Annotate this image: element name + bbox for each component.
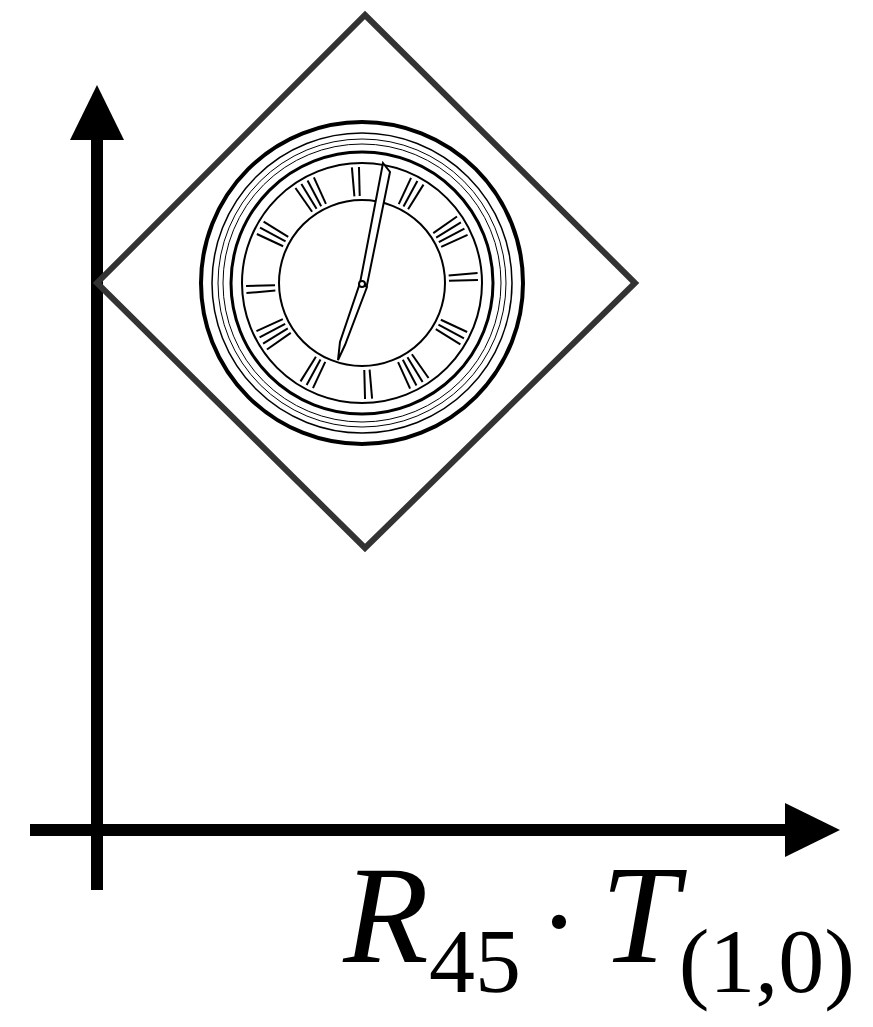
numeral-stroke bbox=[313, 362, 325, 388]
numeral-stroke bbox=[370, 370, 373, 399]
numeral-stroke bbox=[263, 328, 288, 343]
rotation-symbol: R bbox=[343, 845, 429, 985]
numeral-stroke bbox=[404, 181, 418, 206]
numeral-stroke bbox=[257, 234, 283, 246]
numeral-stroke bbox=[439, 229, 465, 243]
numeral-stroke bbox=[441, 320, 467, 332]
numeral-stroke bbox=[295, 188, 312, 212]
numeral-stroke bbox=[260, 228, 285, 242]
numeral-stroke bbox=[438, 325, 463, 339]
numeral-stroke bbox=[246, 291, 275, 294]
diamond-frame bbox=[97, 15, 635, 548]
numeral-stroke bbox=[301, 184, 316, 209]
numeral-stroke bbox=[441, 235, 467, 247]
axes bbox=[30, 85, 840, 890]
formula: R45·T(1,0) bbox=[343, 845, 855, 985]
translation-vector: (1,0) bbox=[679, 915, 855, 1007]
numeral-stroke bbox=[267, 333, 291, 350]
rotation-angle: 45 bbox=[429, 915, 521, 1007]
numeral-stroke bbox=[449, 273, 478, 276]
numeral-stroke bbox=[412, 354, 429, 378]
numeral-stroke bbox=[433, 216, 457, 233]
numeral-stroke bbox=[260, 324, 286, 338]
numeral-stroke bbox=[407, 357, 422, 382]
clock bbox=[201, 122, 523, 444]
numeral-stroke bbox=[403, 360, 417, 386]
numeral-stroke bbox=[436, 329, 461, 344]
numeral-stroke bbox=[308, 181, 322, 207]
numeral-stroke bbox=[307, 359, 321, 384]
numeral-stroke bbox=[408, 185, 423, 210]
numeral-stroke bbox=[436, 222, 461, 237]
product-dot: · bbox=[539, 862, 579, 982]
numeral-stroke bbox=[256, 319, 282, 331]
translation-symbol: T bbox=[601, 845, 679, 985]
numeral-stroke bbox=[246, 284, 275, 287]
numeral-stroke bbox=[399, 178, 411, 204]
numeral-stroke bbox=[352, 167, 355, 196]
numeral-stroke bbox=[363, 370, 366, 399]
numeral-stroke bbox=[264, 222, 289, 237]
numeral-stroke bbox=[398, 362, 410, 388]
numeral-stroke bbox=[314, 177, 326, 203]
numeral-stroke bbox=[301, 357, 316, 382]
numeral-stroke bbox=[449, 279, 478, 282]
numeral-stroke bbox=[358, 167, 361, 196]
